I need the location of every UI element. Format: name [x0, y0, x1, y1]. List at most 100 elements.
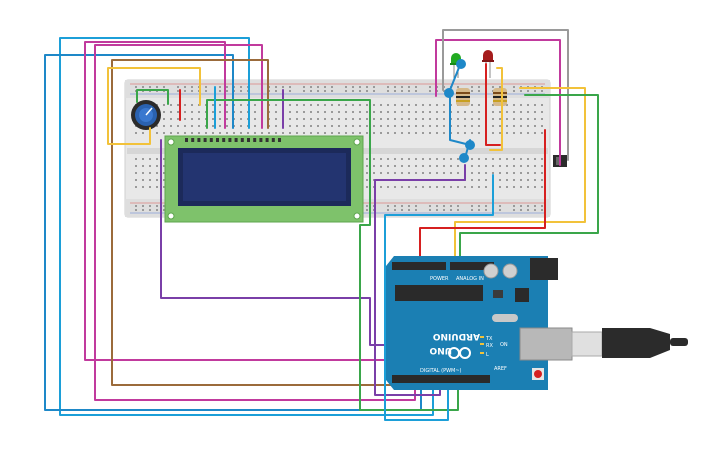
wire-magenta-top [435, 39, 561, 166]
breadboard-hole [506, 125, 508, 127]
lcd-pin [203, 138, 207, 142]
breadboard-hole [359, 111, 361, 113]
breadboard-hole [506, 179, 508, 181]
capacitor [502, 263, 518, 279]
breadboard-hole [429, 90, 431, 92]
breadboard-hole [359, 132, 361, 134]
breadboard-hole [212, 125, 214, 127]
breadboard-hole [289, 111, 291, 113]
breadboard-hole [429, 186, 431, 188]
breadboard-hole [541, 111, 543, 113]
potentiometer[interactable] [131, 100, 161, 130]
breadboard-hole [499, 165, 501, 167]
breadboard-hole [149, 158, 151, 160]
breadboard-hole [394, 165, 396, 167]
breadboard-hole [513, 86, 515, 88]
breadboard-hole [422, 172, 424, 174]
breadboard-hole [450, 172, 452, 174]
breadboard-hole [401, 90, 403, 92]
breadboard-hole [541, 90, 543, 92]
breadboard-hole [541, 179, 543, 181]
breadboard-hole [240, 86, 242, 88]
breadboard-hole [422, 158, 424, 160]
breadboard-hole [142, 179, 144, 181]
digital-header [392, 375, 490, 383]
breadboard-hole [387, 209, 389, 211]
breadboard-hole [541, 125, 543, 127]
breadboard-hole [359, 104, 361, 106]
breadboard-hole [513, 209, 515, 211]
breadboard-hole [499, 158, 501, 160]
lcd-pin [265, 138, 269, 142]
breadboard-hole [436, 104, 438, 106]
breadboard-hole [415, 158, 417, 160]
breadboard-hole [205, 132, 207, 134]
breadboard-hole [394, 86, 396, 88]
breadboard-hole [499, 125, 501, 127]
breadboard-hole [443, 158, 445, 160]
wire-cyan-outer-2 [44, 54, 422, 411]
breadboard-hole [387, 90, 389, 92]
breadboard-hole [485, 179, 487, 181]
breadboard-hole [170, 132, 172, 134]
breadboard-hole [184, 118, 186, 120]
breadboard-hole [429, 125, 431, 127]
breadboard-hole [457, 186, 459, 188]
breadboard-hole [373, 86, 375, 88]
breadboard-hole [212, 118, 214, 120]
breadboard-hole [422, 132, 424, 134]
breadboard-hole [226, 132, 228, 134]
breadboard-hole [163, 172, 165, 174]
breadboard-hole [240, 118, 242, 120]
breadboard-hole [387, 118, 389, 120]
breadboard-hole [415, 118, 417, 120]
breadboard-hole [387, 186, 389, 188]
breadboard-hole [296, 118, 298, 120]
power-label: POWER [430, 276, 449, 282]
breadboard-hole [513, 205, 515, 207]
wire-purple-right [374, 164, 466, 396]
breadboard-hole [499, 205, 501, 207]
breadboard-hole [359, 118, 361, 120]
breadboard-hole [457, 86, 459, 88]
breadboard-hole [380, 111, 382, 113]
breadboard-hole [457, 132, 459, 134]
breadboard-hole [275, 118, 277, 120]
breadboard-hole [520, 179, 522, 181]
breadboard-hole [387, 158, 389, 160]
wire-green-pot [136, 89, 169, 105]
usb-cable-end [670, 338, 688, 346]
breadboard-hole [499, 172, 501, 174]
breadboard-hole [527, 90, 529, 92]
breadboard-hole [142, 205, 144, 207]
breadboard-hole [541, 118, 543, 120]
breadboard-hole [534, 172, 536, 174]
breadboard-hole [471, 125, 473, 127]
breadboard-hole [464, 118, 466, 120]
breadboard-hole [527, 132, 529, 134]
breadboard-hole [527, 104, 529, 106]
breadboard-hole [506, 186, 508, 188]
breadboard-hole [352, 104, 354, 106]
breadboard-hole [156, 132, 158, 134]
breadboard-hole [275, 111, 277, 113]
breadboard-hole [541, 172, 543, 174]
breadboard-hole [513, 90, 515, 92]
breadboard-hole [527, 209, 529, 211]
breadboard-hole [366, 205, 368, 207]
breadboard-hole [429, 165, 431, 167]
breadboard-hole [520, 186, 522, 188]
wire-yellow-right [489, 67, 503, 151]
breadboard-hole [219, 118, 221, 120]
breadboard-hole [275, 86, 277, 88]
breadboard-hole [177, 86, 179, 88]
breadboard-hole [464, 125, 466, 127]
breadboard-hole [527, 125, 529, 127]
arduino-model: UNO [429, 345, 452, 355]
breadboard-hole [310, 132, 312, 134]
breadboard-hole [436, 118, 438, 120]
breadboard-hole [170, 118, 172, 120]
breadboard-hole [156, 172, 158, 174]
lcd-pin [234, 138, 238, 142]
breadboard-hole [317, 118, 319, 120]
